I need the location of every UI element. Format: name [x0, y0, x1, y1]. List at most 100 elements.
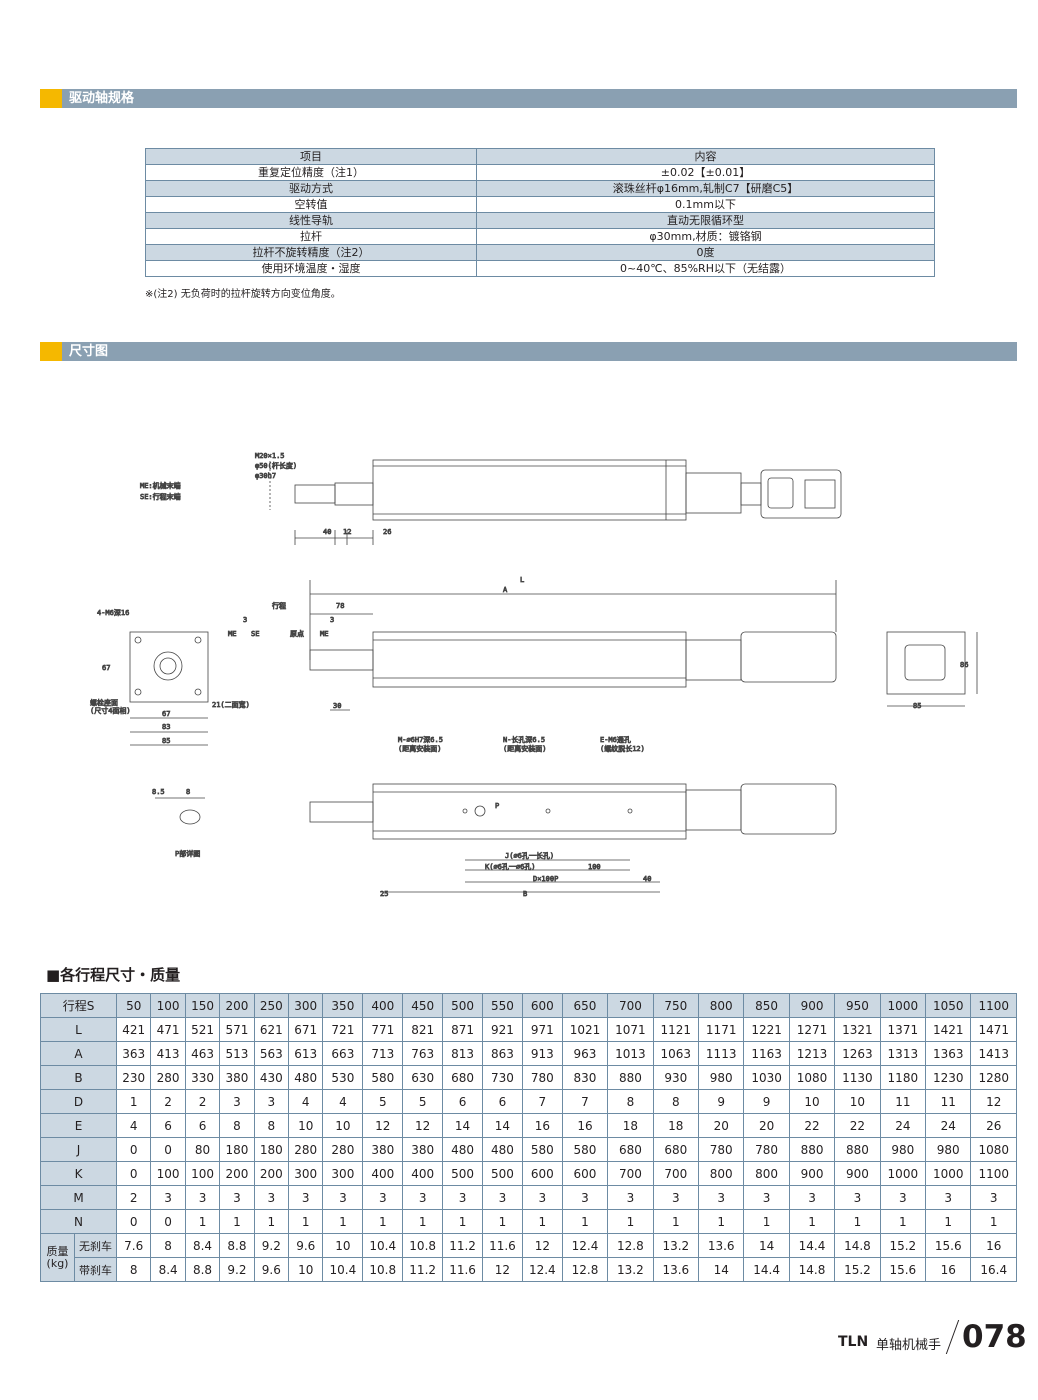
table-cell: 9.2 [219, 1257, 255, 1282]
table-cell: 3 [402, 1185, 444, 1210]
table-cell: 1180 [879, 1065, 927, 1090]
table-cell: 621 [253, 1017, 290, 1042]
table-cell: 14.8 [834, 1233, 881, 1258]
top-view [269, 459, 842, 545]
table-cell: 3 [442, 1185, 483, 1210]
spec-note: ※(注2) 无负荷时的拉杆旋转方向变位角度。 [145, 289, 341, 300]
dim-across-flats: 21(二面宽) [212, 700, 250, 709]
dim-40: 40 [323, 528, 331, 536]
table-cell: 663 [322, 1041, 364, 1066]
table-cell: 14.4 [788, 1233, 836, 1258]
table-cell: 14 [442, 1113, 483, 1138]
dim-3b: 3 [330, 616, 334, 624]
row-label: B [40, 1065, 117, 1090]
stroke-value: 500 [442, 993, 483, 1018]
row-label: E [40, 1113, 117, 1138]
dim-right-86: 86 [960, 661, 968, 669]
table-cell: 9 [697, 1089, 745, 1114]
table-cell: 1 [482, 1209, 523, 1234]
stroke-value: 800 [697, 993, 745, 1018]
dim-100: 100 [588, 863, 601, 871]
stroke-value: 850 [743, 993, 790, 1018]
table-cell: 930 [652, 1065, 700, 1090]
table-cell: 300 [322, 1161, 364, 1186]
stroke-value: 750 [652, 993, 700, 1018]
table-cell: 880 [607, 1065, 654, 1090]
table-cell: 12.8 [607, 1233, 654, 1258]
dim-78: 78 [336, 602, 344, 610]
dimension-drawing-svg: ME:机械末端 SE:行程末端 40 12 26 φ30h7 φ50(杆长度) … [90, 452, 978, 898]
table-cell: 1 [970, 1209, 1017, 1234]
stroke-value: 250 [253, 993, 290, 1018]
label-e-holes-sub: (螺纹脱长12) [600, 744, 645, 753]
spec-item: 空转值 [145, 196, 477, 213]
table-cell: 9 [743, 1089, 790, 1114]
stroke-value: 100 [150, 993, 186, 1018]
table-cell: 11.6 [442, 1257, 483, 1282]
dim-rod-3: M20×1.5 [255, 452, 285, 460]
table-cell: 5 [402, 1089, 444, 1114]
table-cell: 11 [879, 1089, 927, 1114]
table-cell: 12.4 [521, 1257, 563, 1282]
table-cell: 6 [184, 1113, 221, 1138]
table-cell: 600 [521, 1161, 563, 1186]
table-cell: 1063 [652, 1041, 700, 1066]
table-cell: 8 [115, 1257, 152, 1282]
table-cell: 14.8 [788, 1257, 836, 1282]
table-cell: 521 [184, 1017, 221, 1042]
table-cell: 18 [607, 1113, 654, 1138]
table-cell: 1171 [697, 1017, 745, 1042]
label-front-holes: 4-M6深16 [97, 608, 129, 617]
table-cell: 280 [150, 1065, 186, 1090]
row-label: M [40, 1185, 117, 1210]
dimension-drawing: ME:机械末端 SE:行程末端 40 12 26 φ30h7 φ50(杆长度) … [40, 370, 1017, 940]
dim-12: 12 [343, 528, 351, 536]
table-cell: 14 [482, 1113, 523, 1138]
table-cell: 1100 [970, 1161, 1017, 1186]
table-cell: 3 [879, 1185, 927, 1210]
table-cell: 1 [788, 1209, 836, 1234]
table-cell: 11.6 [482, 1233, 523, 1258]
table-cell: 1130 [834, 1065, 881, 1090]
stroke-value: 150 [184, 993, 221, 1018]
table-cell: 413 [150, 1041, 186, 1066]
stroke-value: 550 [482, 993, 523, 1018]
table-cell: 0 [150, 1209, 186, 1234]
table-cell: 700 [607, 1161, 654, 1186]
table-cell: 10 [288, 1113, 324, 1138]
table-cell: 700 [652, 1161, 700, 1186]
table-cell: 230 [115, 1065, 152, 1090]
table-cell: 821 [402, 1017, 444, 1042]
detail-view [155, 797, 205, 825]
section-header-spec: 驱动轴规格 [40, 89, 1017, 108]
table-cell: 1413 [970, 1041, 1017, 1066]
table-cell: 1 [925, 1209, 972, 1234]
dim-front-67a: 67 [102, 664, 110, 672]
table-cell: 3 [322, 1185, 364, 1210]
dim-right-85: 85 [913, 702, 921, 710]
label-se: SE:行程末端 [140, 492, 181, 501]
table-cell: 1471 [970, 1017, 1017, 1042]
table-cell: 721 [322, 1017, 364, 1042]
table-cell: 363 [115, 1041, 152, 1066]
stroke-value: 50 [115, 993, 152, 1018]
table-cell: 1 [607, 1209, 654, 1234]
table-cell: 1021 [561, 1017, 609, 1042]
table-cell: 1371 [879, 1017, 927, 1042]
table-cell: 863 [482, 1041, 523, 1066]
table-cell: 3 [253, 1089, 290, 1114]
table-cell: 14 [743, 1233, 790, 1258]
spec-row: 驱动方式滚珠丝杆φ16mm,轧制C7【研磨C5】 [145, 180, 935, 197]
table-cell: 480 [288, 1065, 324, 1090]
table-cell: 1 [652, 1209, 700, 1234]
mass-label: 质量(kg) [40, 1233, 75, 1282]
table-cell: 713 [362, 1041, 404, 1066]
dim-rod-1: φ30h7 [255, 472, 276, 480]
table-cell: 513 [219, 1041, 255, 1066]
table-cell: 16 [561, 1113, 609, 1138]
